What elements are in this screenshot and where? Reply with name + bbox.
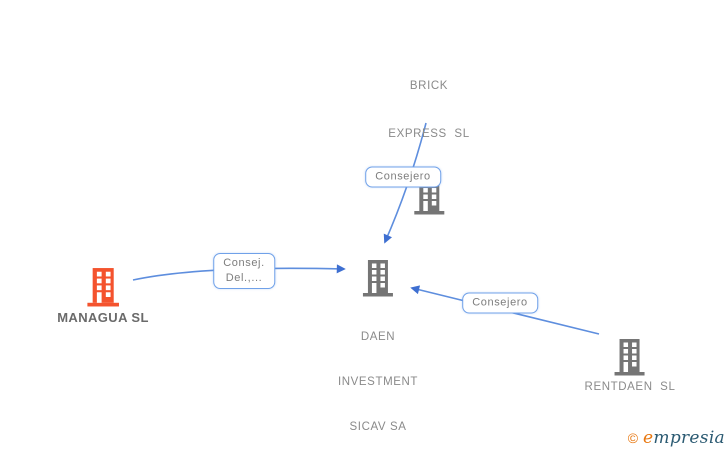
- edge-label-consejero-brick-daen[interactable]: Consejero: [365, 166, 441, 188]
- edge-label-consejero-rentdaen-daen[interactable]: Consejero: [462, 292, 538, 314]
- building-icon: [87, 268, 119, 307]
- node-daen-investment-sicav-sa[interactable]: DAEN INVESTMENT SICAV SA: [338, 256, 418, 450]
- edge-label-line: Del.,...: [225, 272, 263, 284]
- brand-initial: e: [643, 428, 654, 448]
- edge-label-line: Consej.: [223, 257, 265, 269]
- node-label-daen: DAEN INVESTMENT SICAV SA: [337, 331, 419, 433]
- node-brick-express-sl[interactable]: BRICK EXPRESS SL: [388, 46, 469, 218]
- node-rentdaen-sl[interactable]: RENTDAEN SL: [585, 335, 676, 395]
- brand-rest: mpresia: [653, 428, 725, 448]
- edge-label-consej-del-managua-daen[interactable]: Consej. Del.,...: [213, 253, 275, 289]
- node-label-managua: MANAGUA SL: [57, 310, 149, 325]
- building-icon: [363, 260, 393, 297]
- empresia-watermark: © empresia: [628, 428, 725, 448]
- node-label-rentdaen: RENTDAEN SL: [584, 381, 676, 393]
- empresia-logo-text: empresia: [643, 428, 725, 448]
- node-label-brick-express: BRICK EXPRESS SL: [388, 80, 470, 140]
- copyright-icon: ©: [627, 430, 639, 446]
- node-managua-sl[interactable]: MANAGUA SL: [57, 264, 149, 326]
- building-icon: [614, 339, 645, 376]
